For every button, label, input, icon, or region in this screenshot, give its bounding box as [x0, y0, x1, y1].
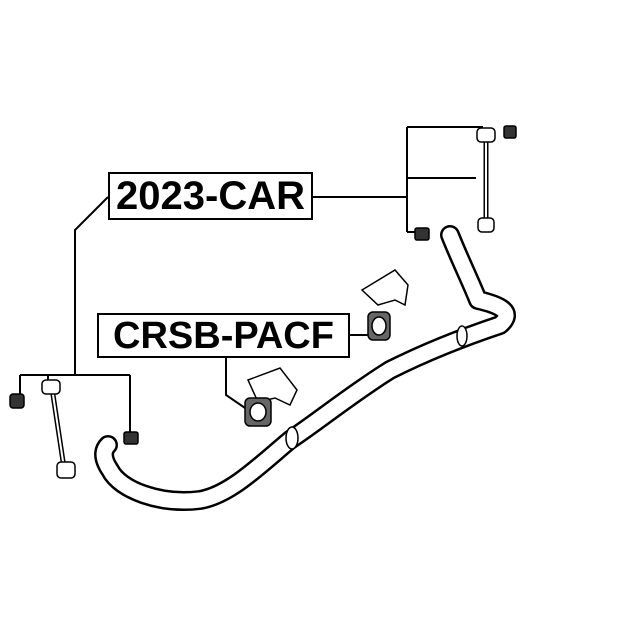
- part-label-stabilizer-link: 2023-CAR: [108, 172, 313, 220]
- right-stabilizer-link: [414, 125, 517, 241]
- leader-lines: [19, 126, 483, 432]
- stabilizer-bar: [94, 225, 516, 511]
- left-stabilizer-link: [9, 379, 139, 479]
- part-label-stabilizer-bushing: CRSB-PACF: [97, 313, 350, 358]
- bushings: [244, 269, 409, 427]
